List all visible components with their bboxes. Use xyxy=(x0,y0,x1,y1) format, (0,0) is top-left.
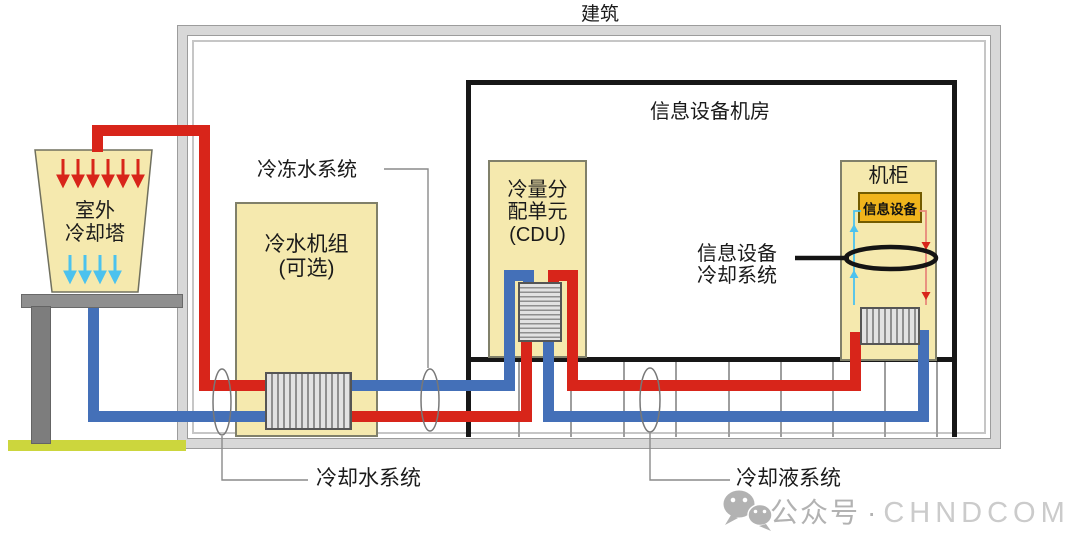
tower-stand-leg xyxy=(32,307,50,443)
cdu-heat-exchanger xyxy=(518,282,562,342)
pipe-red-tower-stub xyxy=(92,136,103,152)
chiller-heat-exchanger xyxy=(265,372,352,430)
chilled-water-label: 冷冻水系统 xyxy=(257,159,357,181)
cabinet-heat-exchanger xyxy=(860,307,920,345)
cool-air-arrows xyxy=(63,255,122,285)
chiller-label-line2: (可选) xyxy=(278,257,335,280)
pipe-blue-tower-drop xyxy=(88,303,99,422)
cooling-water-label: 冷却水系统 xyxy=(316,467,421,490)
watermark: 公众号 · CHNDCOM xyxy=(770,491,1070,531)
pipe-blue-chilled-supply-run xyxy=(352,380,515,391)
pipe-red-cdu-top-run xyxy=(548,270,578,281)
room-label: 信息设备机房 xyxy=(650,101,770,123)
floor-tile-line xyxy=(832,362,834,437)
tower-label-line1: 室外 xyxy=(75,200,115,222)
chiller-label-line1: 冷水机组 xyxy=(264,233,349,256)
pipe-red-chilled-return-run xyxy=(352,411,532,422)
watermark-separator: · xyxy=(867,497,877,528)
tower-stand-top xyxy=(22,295,182,307)
room-wall-right xyxy=(952,80,957,437)
cdu-label-line2: 配单元 xyxy=(507,201,568,223)
floor-tile-line xyxy=(623,362,625,437)
building-label: 建筑 xyxy=(580,4,619,25)
pipe-blue-cdu-rise xyxy=(504,270,515,391)
it-cooling-label-line2: 冷却系统 xyxy=(697,265,777,287)
it-equipment-box: 信息设备 xyxy=(858,192,922,223)
cabinet-label: 机柜 xyxy=(868,165,909,187)
building-outer-wall xyxy=(178,26,1000,448)
pipe-red-cdu-right-drop xyxy=(567,270,578,391)
pipe-red-top-run xyxy=(92,125,210,136)
floor-tile-line xyxy=(518,362,520,437)
it-equipment-label: 信息设备 xyxy=(863,201,917,217)
floor-tile-line xyxy=(728,362,730,437)
pipe-red-underfloor-run xyxy=(567,380,861,391)
pipe-blue-underfloor-run xyxy=(543,411,929,422)
watermark-brand: CHNDCOM xyxy=(883,497,1070,529)
pipe-blue-cdu-top-stub xyxy=(523,270,534,284)
pipe-blue-cabinet-drop xyxy=(918,330,929,422)
pipe-red-into-chiller xyxy=(199,380,265,391)
floor-tile-line xyxy=(780,362,782,437)
room-wall-left xyxy=(466,80,471,437)
cdu-label-line1: 冷量分 xyxy=(507,179,568,201)
hot-air-arrows xyxy=(56,159,145,189)
watermark-platform: 公众号 xyxy=(770,497,861,528)
pipe-red-wall-drop xyxy=(199,125,210,391)
floor-tile-line xyxy=(936,362,938,437)
ground-strip xyxy=(8,440,186,451)
floor-tile-line xyxy=(675,362,677,437)
pipe-red-cdu-return-drop xyxy=(521,340,532,422)
floor-tile-line xyxy=(884,362,886,437)
pipe-blue-cooling-run xyxy=(88,411,265,422)
tower-label-line2: 冷却塔 xyxy=(65,223,125,245)
pipe-blue-coolant-return-drop xyxy=(543,340,554,422)
cdu-label-line3: (CDU) xyxy=(509,224,566,246)
pipe-blue-cdu-top-run xyxy=(504,270,534,281)
room-wall-top xyxy=(466,80,957,85)
floor-tile-line xyxy=(570,362,572,437)
raised-floor-line xyxy=(466,357,957,362)
building-inner-wall-line xyxy=(192,40,986,434)
it-cooling-label-line1: 信息设备 xyxy=(697,243,777,265)
coolant-label: 冷却液系统 xyxy=(736,467,841,490)
pipe-red-cabinet-rise xyxy=(850,332,861,391)
